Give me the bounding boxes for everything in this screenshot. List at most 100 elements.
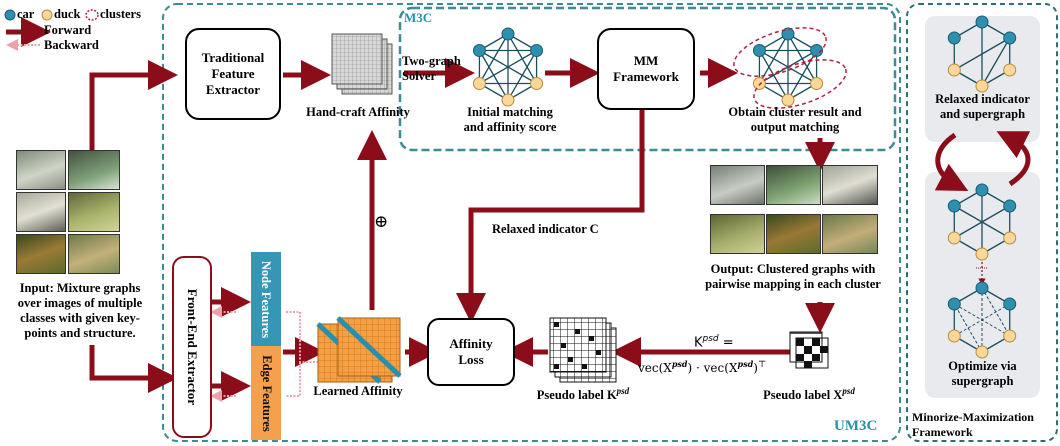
- duck-node: [781, 93, 795, 107]
- um3c-region: [162, 3, 901, 442]
- duck-node: [947, 329, 961, 343]
- legend-duck-dot: [41, 9, 53, 21]
- duck-node: [1003, 63, 1017, 77]
- car-node: [501, 27, 515, 41]
- graph-edge: [758, 50, 789, 101]
- back-learned-to-features: [285, 311, 322, 363]
- graph-edge: [478, 50, 509, 101]
- graph-edge-dashed: [981, 287, 1011, 337]
- graph-edge-dashed: [954, 303, 1010, 337]
- legend-duck-label: duck: [54, 7, 81, 21]
- edge-features-bar: Edge Features: [251, 346, 281, 440]
- duck-node: [947, 63, 961, 77]
- car-node: [975, 15, 989, 29]
- m3c-region: [398, 6, 897, 152]
- kpsd-equation: Kpsd =: [694, 334, 734, 351]
- back-learned-to-edge: [285, 362, 301, 397]
- mm-supergraph: [947, 183, 1017, 261]
- output-photo-duck-1: [710, 214, 765, 254]
- learned-affinity-stack: [316, 316, 402, 384]
- duck-node: [947, 231, 961, 245]
- graph-edge: [479, 49, 537, 85]
- mm-optimized-graph: [947, 281, 1017, 359]
- duck-node: [975, 247, 989, 261]
- vec-formula: vec(Xpsd) · vec(Xpsd)⊤: [638, 359, 767, 375]
- car-node: [752, 44, 766, 57]
- output-photo-duck-2: [766, 214, 821, 254]
- hand-craft-affinity-label: Hand-craft Affinity: [306, 105, 410, 119]
- graph-edge: [759, 49, 817, 85]
- duck-node: [501, 93, 515, 107]
- mm-curve-right: [996, 131, 1031, 187]
- mm-curve-left: [934, 132, 969, 191]
- input-photo-duck-2: [16, 234, 66, 274]
- car-node: [975, 281, 989, 295]
- graph-edge: [953, 37, 1011, 71]
- input-photo-duck-3: [68, 234, 120, 274]
- input-photo-car-2: [68, 150, 120, 190]
- duck-node: [1003, 329, 1017, 343]
- arrow-input-to-frontend: [89, 345, 178, 393]
- legend-cluster-ring: [85, 9, 99, 21]
- input-photo-car-3: [16, 192, 66, 232]
- pseudo-label-x-grid: [789, 331, 829, 369]
- input-photo-duck-1: [68, 192, 120, 232]
- handcraft-affinity-stack: [331, 33, 393, 95]
- pseudo-label-k-label: Pseudo label Kpsd: [536, 386, 630, 403]
- car-node: [1003, 31, 1017, 45]
- legend-backward-label: Backward: [44, 38, 99, 52]
- node-features-bar: Node Features: [251, 252, 281, 346]
- car-node: [530, 44, 544, 57]
- car-node: [1003, 297, 1017, 311]
- output-photo-car-2: [766, 165, 821, 205]
- output-photo-car-3: [822, 165, 878, 205]
- output-photo-duck-3: [822, 214, 878, 254]
- output-photo-car-1: [710, 165, 765, 205]
- duck-node: [472, 77, 486, 90]
- m3c-title: M3C: [404, 10, 433, 25]
- car-node: [472, 44, 486, 57]
- oplus-symbol: ⊕: [374, 212, 389, 231]
- graph-edge: [953, 205, 1011, 239]
- mm-framework-region: [906, 3, 1058, 442]
- car-node: [1003, 199, 1017, 213]
- car-node: [947, 31, 961, 45]
- car-node: [947, 297, 961, 311]
- legend-car-dot: [4, 9, 16, 21]
- legend-forward-label: Forward: [44, 23, 92, 37]
- graph-edge: [981, 37, 1011, 87]
- initial-matching-graph: [472, 27, 544, 107]
- front-end-extractor-box: Front-End Extractor: [172, 256, 212, 438]
- arrow-input-to-traditional: [89, 60, 178, 150]
- legend-clusters-label: clusters: [100, 7, 141, 21]
- mm-relaxed-graph: [947, 15, 1017, 93]
- relaxed-indicator-label: Relaxed indicator C: [492, 222, 599, 236]
- pseudo-label-x-label: Pseudo label Xpsd: [763, 386, 855, 403]
- legend-car-label: car: [17, 7, 35, 21]
- car-node: [947, 199, 961, 213]
- duck-node: [975, 345, 989, 359]
- input-photo-car-1: [16, 150, 66, 190]
- mm-framework-title: Minorize-Maximization Framework: [912, 410, 1034, 439]
- arrow-mm-to-loss: [456, 110, 645, 323]
- car-node: [781, 27, 795, 41]
- duck-node: [1003, 231, 1017, 245]
- duck-node: [810, 77, 824, 90]
- cluster-result-graph: [752, 27, 824, 107]
- duck-node: [752, 77, 766, 90]
- learned-affinity-label: Learned Affinity: [313, 384, 403, 398]
- duck-node: [530, 77, 544, 90]
- graph-edge-dashed: [953, 303, 983, 353]
